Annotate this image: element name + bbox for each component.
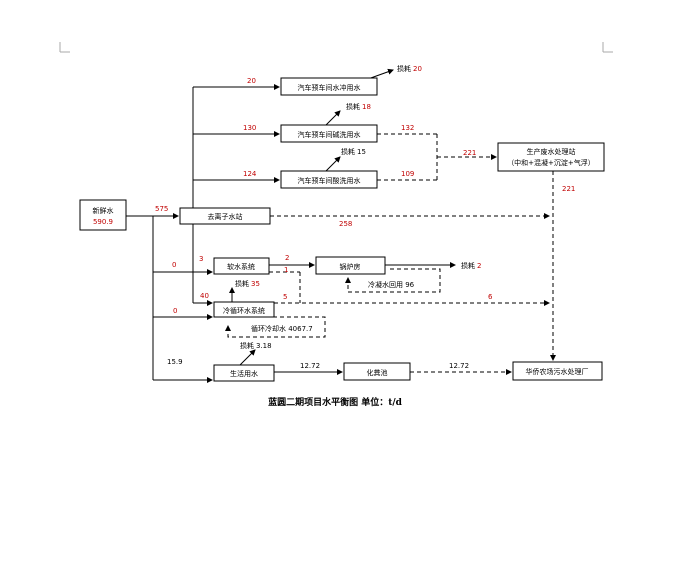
cooling-label: 冷循环水系统 bbox=[223, 306, 265, 315]
corner-mark-right bbox=[602, 42, 613, 53]
flow-treat-down-221: 221 bbox=[562, 185, 575, 193]
flow-to-alkali: 130 bbox=[243, 124, 256, 132]
flow-lines bbox=[126, 68, 556, 383]
acid-label: 汽车预车间酸洗用水 bbox=[298, 176, 361, 185]
flow-deion-to-plant: 258 bbox=[339, 220, 352, 228]
plant-label: 华侨农场污水处理厂 bbox=[526, 367, 589, 376]
node-domestic: 生活用水 bbox=[213, 364, 275, 382]
flow-to-wash: 20 bbox=[247, 77, 256, 85]
flow-septic-to-plant: 12.72 bbox=[449, 362, 469, 370]
node-boiler: 锅炉房 bbox=[315, 256, 386, 275]
septic-label: 化粪池 bbox=[367, 368, 388, 377]
node-plant: 华侨农场污水处理厂 bbox=[512, 361, 603, 381]
flow-to-soft-zero: 0 bbox=[172, 261, 176, 269]
node-deion: 去离子水站 bbox=[179, 207, 271, 225]
flow-combined-221: 221 bbox=[463, 149, 476, 157]
wash-label: 汽车预车间水冲用水 bbox=[298, 83, 361, 92]
fresh-water-label: 新鲜水 bbox=[93, 206, 114, 215]
flow-merged-6: 6 bbox=[488, 293, 493, 301]
node-treatment: 生产废水处理站 （中和+混凝+沉淀+气浮） bbox=[497, 142, 605, 172]
flow-zero-2: 0 bbox=[173, 307, 177, 315]
flow-dom-to-septic: 12.72 bbox=[300, 362, 320, 370]
treatment-sub: （中和+混凝+沉淀+气浮） bbox=[507, 158, 595, 167]
boiler-label: 锅炉房 bbox=[340, 262, 361, 271]
node-septic: 化粪池 bbox=[343, 362, 411, 381]
diagram-caption: 蓝圆二期项目水平衡图 单位：t/d bbox=[268, 396, 403, 408]
domestic-label: 生活用水 bbox=[230, 369, 258, 378]
alkali-label: 汽车预车间碱洗用水 bbox=[298, 130, 361, 139]
flow-cooling-discharge: 5 bbox=[283, 293, 287, 301]
circ-label: 循环冷却水 4067.7 bbox=[251, 324, 313, 333]
flow-acid-out: 109 bbox=[401, 170, 414, 178]
flow-to-deion: 575 bbox=[155, 205, 168, 213]
node-soft: 软水系统 bbox=[213, 257, 270, 275]
node-alkali: 汽车预车间碱洗用水 bbox=[280, 124, 378, 143]
flow-to-soft: 3 bbox=[199, 255, 203, 263]
fresh-water-value: 590.9 bbox=[93, 218, 113, 226]
flow-values: 20 130 124 575 258 132 109 221 221 0 3 2… bbox=[155, 77, 575, 370]
node-wash: 汽车预车间水冲用水 bbox=[280, 77, 378, 96]
node-fresh-water: 新鲜水 590.9 bbox=[79, 199, 127, 231]
flow-to-domestic: 15.9 bbox=[167, 358, 183, 366]
deion-label: 去离子水站 bbox=[208, 212, 243, 221]
soft-label: 软水系统 bbox=[227, 262, 255, 271]
flow-soft-to-boiler: 2 bbox=[285, 254, 289, 262]
treatment-label: 生产废水处理站 bbox=[527, 147, 576, 156]
flow-soft-discharge: 1 bbox=[284, 266, 288, 274]
flow-to-cooling: 40 bbox=[200, 292, 209, 300]
flow-to-acid: 124 bbox=[243, 170, 257, 178]
cond-reuse-label: 冷凝水回用 96 bbox=[368, 280, 415, 289]
node-acid: 汽车预车间酸洗用水 bbox=[280, 170, 378, 189]
node-cooling: 冷循环水系统 bbox=[213, 301, 275, 318]
flow-alkali-out: 132 bbox=[401, 124, 414, 132]
corner-mark-left bbox=[59, 42, 70, 53]
